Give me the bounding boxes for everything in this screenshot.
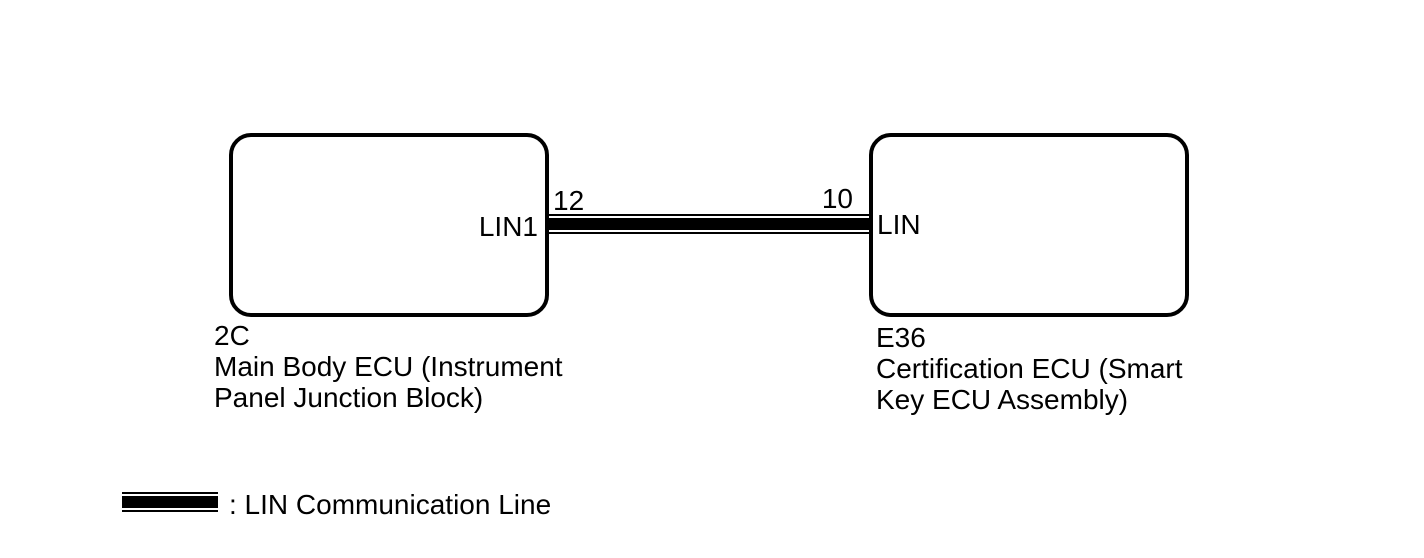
pin-number-12: 12 (553, 185, 585, 216)
node-code: 2C (214, 320, 250, 351)
node-label-main-body: 2C Main Body ECU (Instrument Panel Junct… (214, 320, 563, 413)
lin-communication-line (549, 214, 869, 234)
lin-line-legend-swatch (122, 492, 218, 512)
node-name-line: Certification ECU (Smart (876, 353, 1183, 384)
node-code: E36 (876, 322, 926, 353)
legend-label: : LIN Communication Line (229, 489, 552, 520)
node-label-certification: E36 Certification ECU (Smart Key ECU Ass… (876, 322, 1183, 415)
node-name-line: Panel Junction Block) (214, 382, 484, 413)
port-label-lin1: LIN1 (478, 211, 538, 242)
ecu-box-certification (869, 133, 1189, 317)
ecu-box-main-body (229, 133, 549, 317)
port-label-lin: LIN (877, 209, 921, 240)
node-name-line: Main Body ECU (Instrument (214, 351, 563, 382)
node-name-line: Key ECU Assembly) (876, 384, 1129, 415)
pin-number-10: 10 (821, 183, 853, 214)
